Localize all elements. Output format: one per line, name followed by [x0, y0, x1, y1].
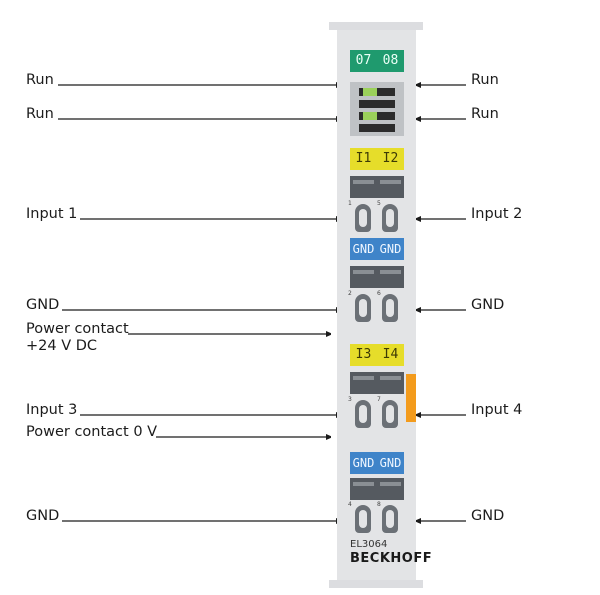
spring-release-4[interactable] [350, 478, 377, 500]
din-rail-clip-bottom [329, 580, 423, 588]
input-tab-i1: I1 [350, 148, 377, 170]
led-window [350, 82, 404, 136]
led-tab-08: 08 [377, 50, 404, 72]
terminal-number-2: 2 [348, 290, 352, 297]
left-notch-upper [331, 330, 337, 336]
gnd-tab-left-bottom: GND [350, 452, 377, 474]
input-tab-i2: I2 [377, 148, 404, 170]
terminal-7[interactable] [382, 400, 398, 428]
terminal-number-4: 4 [348, 501, 352, 508]
led-bar-4 [359, 124, 395, 132]
terminal-number-7: 7 [377, 396, 381, 403]
run-led-2-green [363, 112, 377, 120]
label-run-left-1: Run [26, 72, 54, 88]
run-led-2 [359, 112, 395, 120]
label-power-contact-plus-line1: Power contact [26, 321, 129, 337]
terminal-number-5: 5 [377, 200, 381, 207]
brand-logo: BECKHOFF [350, 551, 433, 566]
spring-release-2[interactable] [350, 266, 377, 288]
terminal-number-3: 3 [348, 396, 352, 403]
label-run-right-2: Run [471, 106, 499, 122]
led-tab-07: 07 [350, 50, 377, 72]
terminal-number-6: 6 [377, 290, 381, 297]
run-led-1-green [363, 88, 377, 96]
model-number: EL3064 [350, 539, 388, 550]
orange-coding-marker [406, 374, 416, 422]
label-run-right-1: Run [471, 72, 499, 88]
input-tab-i3: I3 [350, 344, 377, 366]
label-gnd-left-1: GND [26, 297, 60, 313]
label-gnd-right-2: GND [471, 508, 505, 524]
label-power-contact-plus-line2: +24 V DC [26, 338, 98, 354]
left-notch-lower [331, 434, 337, 440]
label-input-2: Input 2 [471, 206, 523, 222]
terminal-8[interactable] [382, 505, 398, 533]
label-power-contact-zero: Power contact 0 V [26, 424, 158, 440]
gnd-tab-right-bottom: GND [377, 452, 404, 474]
led-bar-2 [359, 100, 395, 108]
label-run-left-2: Run [26, 106, 54, 122]
spring-release-1[interactable] [350, 176, 377, 198]
input-tab-i4: I4 [377, 344, 404, 366]
spring-release-8[interactable] [377, 478, 404, 500]
spring-release-5[interactable] [377, 176, 404, 198]
terminal-number-8: 8 [377, 501, 381, 508]
label-input-4: Input 4 [471, 402, 523, 418]
run-led-1 [359, 88, 395, 96]
gnd-tab-right-top: GND [377, 238, 404, 260]
terminal-number-1: 1 [348, 200, 352, 207]
terminal-1[interactable] [355, 204, 371, 232]
terminal-5[interactable] [382, 204, 398, 232]
spring-release-6[interactable] [377, 266, 404, 288]
label-gnd-right-1: GND [471, 297, 505, 313]
terminal-3[interactable] [355, 400, 371, 428]
spring-release-3[interactable] [350, 372, 377, 394]
label-gnd-left-2: GND [26, 508, 60, 524]
din-rail-clip-top [329, 22, 423, 30]
gnd-tab-left-top: GND [350, 238, 377, 260]
spring-release-7[interactable] [377, 372, 404, 394]
terminal-6[interactable] [382, 294, 398, 322]
label-input-1: Input 1 [26, 206, 78, 222]
terminal-4[interactable] [355, 505, 371, 533]
label-input-3: Input 3 [26, 402, 78, 418]
terminal-2[interactable] [355, 294, 371, 322]
